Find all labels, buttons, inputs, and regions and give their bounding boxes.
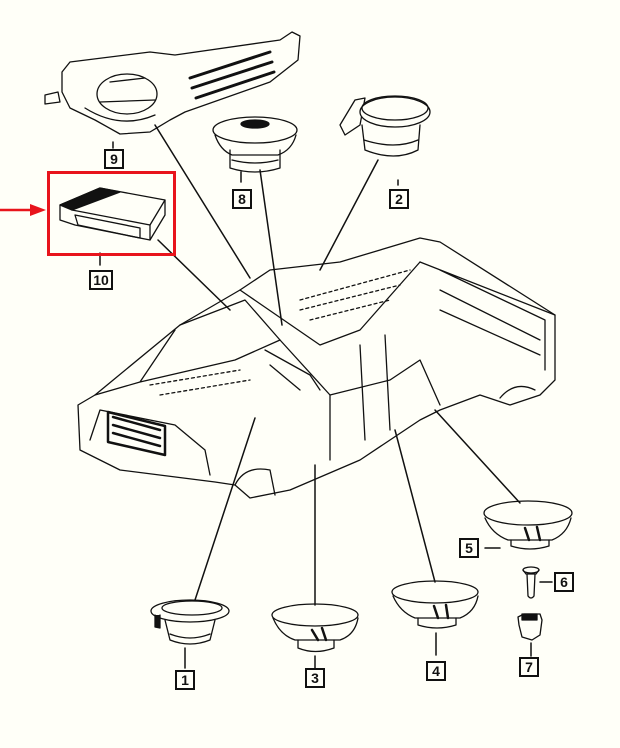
leader-lines: [99, 124, 553, 669]
subwoofer-enclosure-part: [44, 31, 301, 135]
highlight-box-part-10: [47, 171, 176, 256]
callout-1[interactable]: 1: [175, 670, 195, 690]
callout-6[interactable]: 6: [554, 572, 574, 592]
callout-7[interactable]: 7: [519, 657, 539, 677]
speaker-part-2: [339, 95, 431, 157]
clip-part-7: [517, 613, 543, 641]
callout-4[interactable]: 4: [426, 661, 446, 681]
truck-body: [77, 237, 556, 499]
amplifier-part-10: [59, 187, 166, 241]
callout-8[interactable]: 8: [232, 189, 252, 209]
callout-10[interactable]: 10: [89, 270, 113, 290]
speaker-part-8: [212, 116, 298, 173]
callout-5[interactable]: 5: [459, 538, 479, 558]
screw-part-6: [522, 566, 540, 599]
red-arrow-icon: [0, 204, 46, 216]
callout-3[interactable]: 3: [305, 668, 325, 688]
callout-2[interactable]: 2: [389, 189, 409, 209]
speaker-part-4: [391, 580, 479, 629]
callout-9[interactable]: 9: [104, 149, 124, 169]
speaker-part-3: [271, 603, 359, 653]
speaker-part-5: [483, 500, 573, 550]
speaker-part-1: [150, 599, 230, 645]
